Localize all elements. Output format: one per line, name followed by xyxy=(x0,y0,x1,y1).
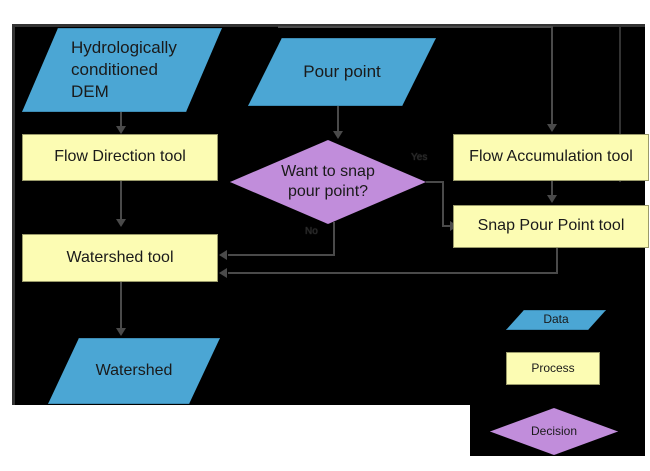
node-snap-pour-point-tool-label: Snap Pour Point tool xyxy=(477,217,625,235)
legend-process-label: Process xyxy=(531,360,575,375)
legend-decision-label: Decision xyxy=(530,423,578,438)
node-dem-line-3: DEM xyxy=(71,81,109,101)
edge-dem-to-flow-direction xyxy=(120,112,122,128)
arrowhead-decision-top xyxy=(333,131,343,139)
edge-top-rail-down-to-flow-accum xyxy=(551,26,553,126)
node-flow-direction-tool-label: Flow Direction tool xyxy=(54,148,186,166)
edge-decision-no-v xyxy=(333,222,335,255)
legend-item-process: Process xyxy=(506,352,600,385)
arrowhead-snap-top xyxy=(547,195,557,203)
edge-pour-point-to-decision xyxy=(337,106,339,132)
edge-flow-accumulation-to-snap xyxy=(551,181,553,196)
edge-watershed-tool-to-watershed xyxy=(120,282,122,329)
arrowhead-watershed-tool-right-lower xyxy=(219,268,227,278)
legend-item-data: Data xyxy=(506,310,606,330)
node-snap-pour-point-tool[interactable]: Snap Pour Point tool xyxy=(453,205,649,248)
canvas-right-edge xyxy=(619,24,621,182)
edge-snap-to-watershed-tool-h xyxy=(228,272,558,274)
edge-snap-to-watershed-tool-v xyxy=(556,248,558,273)
node-flow-accumulation-tool-label: Flow Accumulation tool xyxy=(469,148,633,166)
node-decision-line-2: pour point? xyxy=(287,183,369,200)
node-flow-accumulation-tool[interactable]: Flow Accumulation tool xyxy=(453,134,649,181)
edge-label-no: No xyxy=(305,226,318,237)
legend-data-label: Data xyxy=(543,312,569,327)
node-decision-line-1: Want to snap xyxy=(281,162,375,180)
node-pour-point-label: Pour point xyxy=(303,62,381,82)
node-watershed[interactable]: Watershed xyxy=(48,338,220,404)
arrowhead-watershed-top xyxy=(116,328,126,336)
edge-flow-direction-to-watershed-tool xyxy=(120,181,122,220)
node-watershed-label: Watershed xyxy=(95,361,173,379)
arrowhead-watershed-tool-right-upper xyxy=(219,250,227,260)
edge-decision-yes-h2 xyxy=(442,225,453,227)
arrowhead-flow-direction-top xyxy=(116,126,126,134)
node-watershed-tool-label: Watershed tool xyxy=(66,248,174,266)
arrowhead-flow-accumulation-top xyxy=(547,124,557,132)
edge-top-rail xyxy=(278,26,553,28)
node-flow-direction-tool[interactable]: Flow Direction tool xyxy=(22,134,218,181)
node-watershed-tool[interactable]: Watershed tool xyxy=(22,234,218,282)
edge-decision-yes-h1 xyxy=(426,181,444,183)
arrowhead-watershed-tool-top xyxy=(116,219,126,227)
node-dem-line-2: conditioned xyxy=(71,60,158,80)
edge-decision-yes-v xyxy=(442,181,444,226)
edge-label-yes: Yes xyxy=(411,152,428,163)
edge-decision-no-h xyxy=(228,254,335,256)
node-dem-line-1: Hydrologically xyxy=(71,38,177,58)
